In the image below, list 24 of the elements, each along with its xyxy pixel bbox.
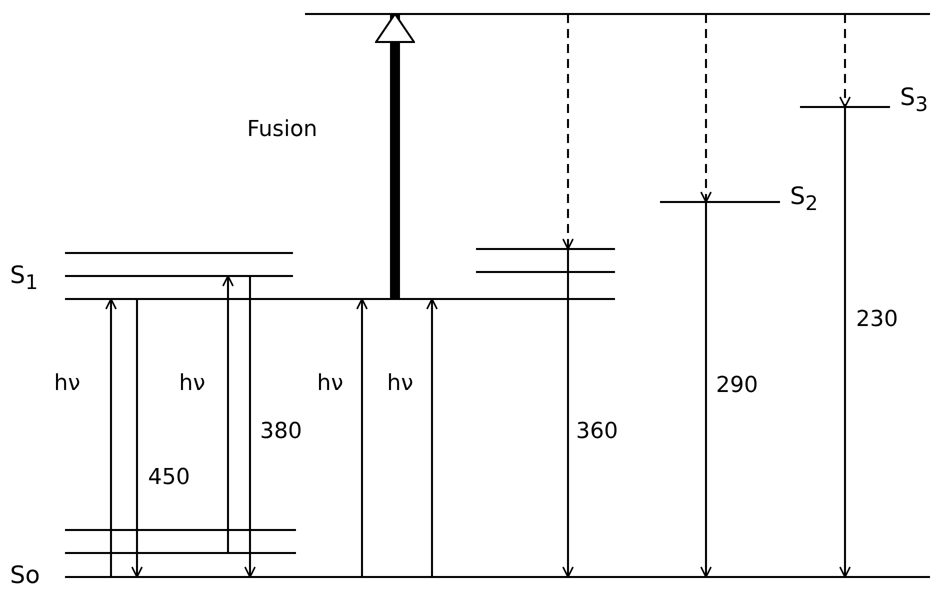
arrow bbox=[131, 299, 143, 578]
arrow bbox=[244, 276, 256, 578]
energy-level-line bbox=[305, 13, 930, 15]
energy-level-line bbox=[476, 248, 615, 250]
energy-level-line bbox=[65, 552, 296, 554]
energy-level-line bbox=[65, 252, 293, 254]
energy-level-line bbox=[476, 271, 615, 273]
dashed-arrow bbox=[562, 14, 574, 250]
energy-level-line bbox=[65, 529, 296, 531]
level-label: S$_{1}$ bbox=[10, 262, 38, 295]
dashed-arrow bbox=[700, 14, 712, 203]
arrow bbox=[356, 298, 368, 577]
level-label: S$_{2}$ bbox=[790, 183, 818, 216]
arrow bbox=[426, 298, 438, 577]
arrow bbox=[105, 298, 117, 577]
arrow bbox=[700, 202, 712, 578]
arrow bbox=[562, 249, 574, 578]
level-label: S$_{3}$ bbox=[900, 84, 928, 117]
energy-level-line bbox=[65, 275, 293, 277]
dashed-arrow bbox=[839, 14, 851, 108]
thick-arrow bbox=[375, 13, 415, 299]
arrow bbox=[222, 275, 234, 553]
level-label: So bbox=[10, 562, 40, 588]
arrow bbox=[839, 107, 851, 578]
